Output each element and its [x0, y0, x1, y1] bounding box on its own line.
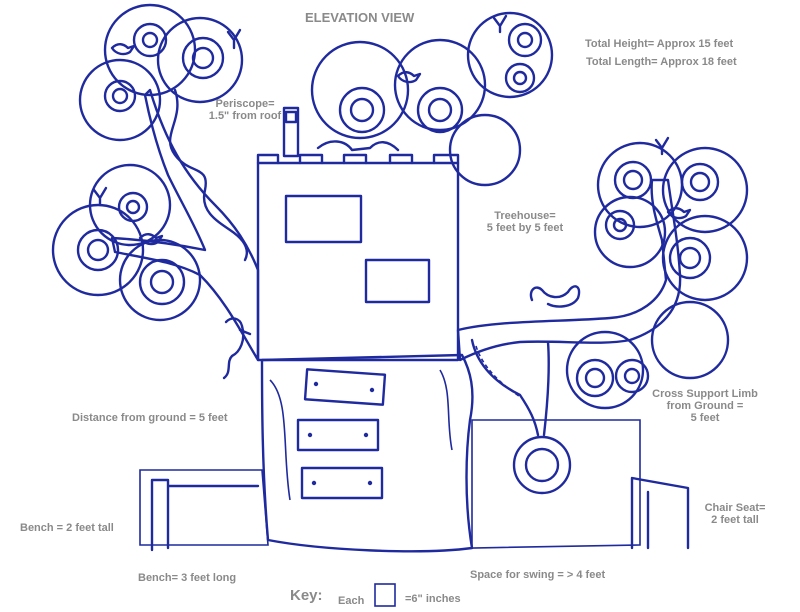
bird-icon — [396, 71, 422, 84]
bench-height-label: Bench = 2 feet tall — [20, 522, 114, 534]
foliage-ball — [78, 58, 162, 142]
cross-support-label: Cross Support Limb from Ground = 5 feet — [640, 388, 770, 424]
total-height-label: Total Height= Approx 15 feet — [585, 38, 734, 50]
top-canopy — [310, 11, 554, 187]
right-tree-branch — [456, 178, 682, 362]
chair-seat — [630, 476, 690, 550]
ladder — [296, 368, 387, 500]
periscope-label: Periscope= 1.5" from roof — [195, 98, 295, 122]
bird-icon — [138, 233, 164, 246]
foliage-ball — [466, 11, 554, 99]
treehouse — [256, 106, 460, 362]
foliage-ball — [103, 3, 197, 97]
ladder-board — [296, 418, 380, 452]
foliage-ball — [88, 163, 172, 247]
left-tree — [51, 3, 260, 380]
butterfly-icon — [226, 28, 242, 50]
foliage-ball — [565, 330, 645, 410]
chair-seat-label-line: 2 feet tall — [711, 514, 759, 526]
tire-swing — [470, 338, 572, 495]
cross-support-label-line: 5 feet — [690, 412, 720, 424]
cross-support-label-line: Cross Support Limb — [652, 388, 758, 400]
treehouse-cabin — [256, 161, 460, 362]
periscope-label-line: Periscope= — [215, 98, 275, 110]
swing-tire — [512, 435, 572, 495]
swing-area — [471, 419, 641, 549]
foliage-ball — [156, 16, 244, 104]
window-lower — [364, 258, 431, 304]
right-tree — [456, 136, 749, 410]
butterfly-icon — [654, 136, 670, 156]
ground-area — [139, 469, 269, 546]
foliage-ball — [661, 214, 749, 302]
chair-seat-label-line: Chair Seat= — [704, 502, 766, 514]
support-trunk — [260, 353, 474, 553]
bench-length-label: Bench= 3 feet long — [138, 572, 237, 584]
foliage-ball — [310, 40, 410, 140]
foliage-ball — [661, 146, 749, 234]
butterfly-icon — [492, 14, 508, 34]
key-grid-square — [374, 583, 396, 607]
monkey-icon — [222, 317, 252, 380]
butterfly-icon — [92, 186, 108, 206]
bird-icon — [666, 207, 692, 220]
foliage-ball — [650, 300, 730, 380]
foliage-ball — [448, 113, 522, 187]
foliage-ball — [51, 203, 145, 297]
total-length-label: Total Length= Approx 18 feet — [586, 56, 737, 68]
foliage-ball — [593, 195, 667, 269]
ladder-board — [303, 368, 387, 406]
bird-icon — [110, 43, 136, 56]
cross-support-label-line: from Ground = — [666, 400, 744, 412]
treehouse-label-line: Treehouse= — [494, 210, 556, 222]
bench — [150, 478, 260, 552]
foliage-ball — [393, 38, 487, 132]
chair-seat-label: Chair Seat= 2 feet tall — [690, 502, 780, 526]
left-vine — [169, 88, 249, 262]
distance-ground-label: Distance from ground = 5 feet — [72, 412, 228, 424]
treehouse-label-line: 5 feet by 5 feet — [486, 222, 564, 234]
key-title: Key: — [290, 587, 323, 604]
periscope-label-line: 1.5" from roof — [208, 110, 282, 122]
key-each-label: Each — [338, 595, 365, 607]
swing-space-label: Space for swing = > 4 feet — [470, 569, 606, 581]
window-upper — [284, 194, 363, 244]
treehouse-label: Treehouse= 5 feet by 5 feet — [470, 210, 580, 234]
key-scale-label: =6" inches — [405, 593, 461, 605]
left-tree-trunk — [110, 88, 260, 362]
periscope — [282, 106, 300, 158]
squirrel-icon — [316, 140, 400, 152]
ladder-board — [300, 466, 384, 500]
treehouse-battlement — [256, 153, 460, 165]
swing-chain — [470, 338, 540, 437]
page-title: ELEVATION VIEW — [305, 10, 415, 25]
squirrel-icon — [529, 285, 581, 308]
